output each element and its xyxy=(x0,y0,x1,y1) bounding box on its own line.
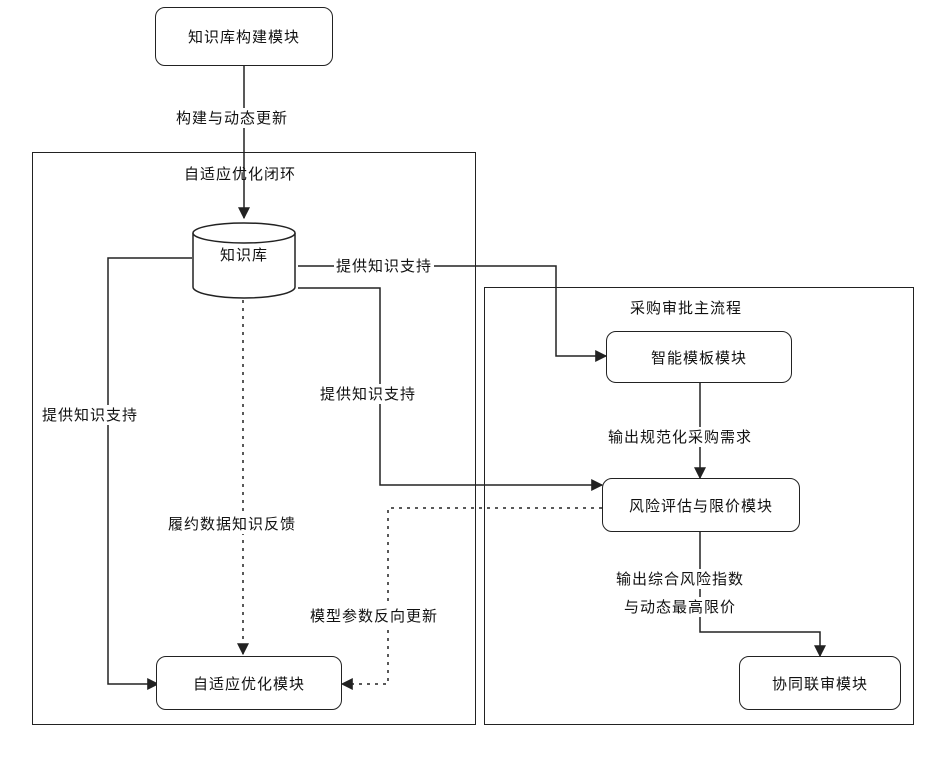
label-risk-output-line2: 与动态最高限价 xyxy=(622,597,738,617)
knowledge-base-cylinder[interactable]: 知识库 xyxy=(192,222,296,300)
label-standard-demand: 输出规范化采购需求 xyxy=(606,427,754,447)
label-build-update: 构建与动态更新 xyxy=(174,108,290,128)
label-kb-support-top: 提供知识支持 xyxy=(334,256,434,276)
collab-review-module[interactable]: 协同联审模块 xyxy=(739,656,901,710)
knowledge-base-label: 知识库 xyxy=(192,244,296,265)
adaptive-opt-module[interactable]: 自适应优化模块 xyxy=(156,656,342,710)
procurement-flow-title: 采购审批主流程 xyxy=(628,298,744,318)
label-risk-output-line1: 输出综合风险指数 xyxy=(614,569,746,589)
label-kb-support-left: 提供知识支持 xyxy=(40,405,140,425)
label-kb-support-mid: 提供知识支持 xyxy=(318,384,418,404)
adaptive-loop-title: 自适应优化闭环 xyxy=(182,164,298,184)
label-performance-feedback: 履约数据知识反馈 xyxy=(166,514,298,534)
label-param-update: 模型参数反向更新 xyxy=(308,606,440,626)
risk-eval-module[interactable]: 风险评估与限价模块 xyxy=(602,478,800,532)
smart-template-module[interactable]: 智能模板模块 xyxy=(606,331,792,383)
kb-build-module[interactable]: 知识库构建模块 xyxy=(155,7,333,66)
